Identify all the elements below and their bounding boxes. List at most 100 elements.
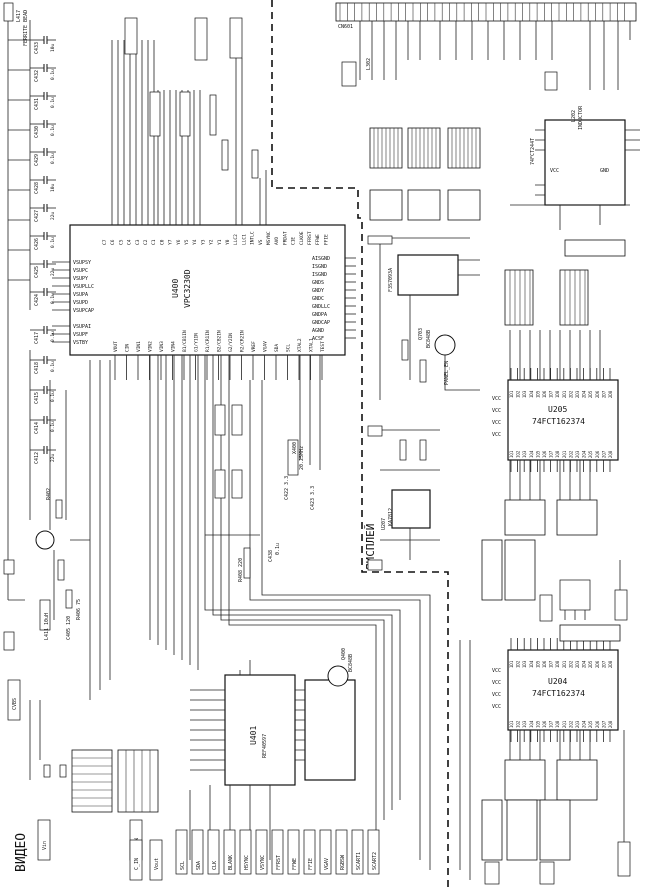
u204-input-pin: 1D5 [535,660,540,668]
u204-output-pin: 2Q4 [582,720,587,728]
u204-output-pin: 1Q5 [535,720,540,728]
left-cap-value: 0.1u [50,125,56,136]
u204-output-pin: 1Q4 [529,720,534,728]
left-cap-value: 22u [50,212,56,220]
u400-pin-top: Y6 [176,239,182,245]
u400-pin-top: C0 [159,239,165,245]
net-tag [351,829,364,875]
u400-pin-bottom: G2/Y2IN [228,333,234,352]
u204-input-pin: 1D6 [542,660,547,668]
u207-ref: U207 [381,518,387,530]
net-tag [319,829,332,875]
u400-pin-bottom: VIN4 [171,341,177,352]
u206-gnd: GND [600,168,609,174]
u400-pin-top: Y3 [200,239,206,245]
u204-input-pin: 2D3 [575,660,580,668]
r402-label: R402 [46,488,52,500]
u400-pin-top: CLKOE [299,231,305,245]
u204-vcc-2: VCC [492,680,501,686]
u400-pin-top: C6 [110,239,116,245]
left-cap-ref: C427 [34,210,40,222]
net-tag-label: SDA [196,861,202,870]
u205-output-pin: 2Q4 [582,450,587,458]
u400-pin-top: Y7 [168,239,174,245]
u205-output-pin: 1Q8 [555,450,560,458]
clk-tag [124,17,138,55]
net-tag-label: VSYNC [260,855,266,870]
u204-output-pin: 1Q7 [549,720,554,728]
u400-pin-bottom: VIN2 [148,341,154,352]
left-cap-value: 0.1u [50,293,56,304]
l417-sub: FERRITE BEAD [23,10,29,46]
l202-sub: INDUCTOR [578,105,584,130]
u204-output-pin: 2Q5 [588,720,593,728]
u400-pin-bottom: VGAV [263,341,269,352]
u204-vcc-1: VCC [492,668,501,674]
u701-chip: F3S7093A BC848B Q703 PANEL_EN [367,235,480,400]
u205-input-pin: 1D1 [509,390,514,398]
u204-input-pin: 1D3 [522,660,527,668]
net-tag-label: CLK [212,861,218,870]
left-cap-ref: C417 [34,332,40,344]
u205-vcc-1: VCC [492,396,501,402]
u204-input-pin: 2D2 [568,660,573,668]
net-tag [223,829,236,875]
u205-output-packs [481,460,628,622]
net-tag-label: FFRST [276,855,282,870]
u204-input-pin: 2D5 [588,660,593,668]
left-cap-value: 0.1u [50,421,56,432]
u400-pin-right: AGND [312,328,324,334]
port-tag [149,839,163,881]
u204-input-pin: 2D8 [608,660,613,668]
u400-pin-bottom: SDA [274,344,280,352]
net-tag-label: SCL [180,861,186,870]
net-tag-label: SCART2 [372,852,378,870]
u204-input-pin: 1D2 [516,660,521,668]
u400-pin-right: GNDLLC [312,304,330,310]
left-cap-ref: C431 [34,98,40,110]
u204-part: 74FCT162374 [532,689,585,698]
c423-label: C423 3.3 [310,486,316,510]
u205-output-pin: 2Q3 [575,450,580,458]
u400-pin-bottom: TEST [320,341,326,352]
u205-input-pin: 1D6 [542,390,547,398]
u400-pin-top: C3 [135,239,141,245]
u400-pin-right: GNDPA [312,312,327,318]
net-tag [175,829,188,875]
u205-output-pin: 2Q6 [595,450,600,458]
video-input-network: L411 10uH R406 75 C405 120 R402 [3,330,111,780]
u400-pin-bottom: CIN [125,344,131,352]
net-tag [303,829,316,875]
u400-pin-right: ACSF [312,336,324,342]
u400-pin-right: GNDCAP [312,320,330,326]
u205-input-pin: 2D6 [595,390,600,398]
u205-output-pin: 1Q2 [516,450,521,458]
left-cap-ref: C425 [34,266,40,278]
u400-pin-top: C1E [291,237,297,245]
left-cap-ref: C428 [34,182,40,194]
left-cap-ref: C426 [34,238,40,250]
u204-output-pin: 2Q2 [568,720,573,728]
cn601-connector: CN601 L302 [335,2,637,90]
u205-input-pin: 1D4 [529,390,534,398]
left-cap-ref: C418 [34,362,40,374]
net-tag-label: BLANK [228,855,234,870]
u204-packs [459,624,631,885]
u400-pin-top: MSYNC [266,231,272,245]
u205-input-pin: 2D7 [601,390,606,398]
u400-data-bus [111,17,267,225]
u205-output-pin: 1Q6 [542,450,547,458]
left-cap-value: 0.1u [50,153,56,164]
u400-pin-left: VSUPLLC [73,284,94,290]
left-cap-ref: C429 [34,154,40,166]
u400-pin-bottom: R2/CR2IN [240,330,246,352]
port-tag [129,839,143,881]
port-label: Vin [42,841,48,850]
u401-chip: U401 REF40597 BC848B Q400 [190,648,356,786]
u400-pin-right: AISGND [312,256,330,262]
u400-pin-top: FRDAT [282,231,288,245]
u400-pin-top: FFWE [315,234,321,245]
u400-pin-top: Y5 [184,239,190,245]
